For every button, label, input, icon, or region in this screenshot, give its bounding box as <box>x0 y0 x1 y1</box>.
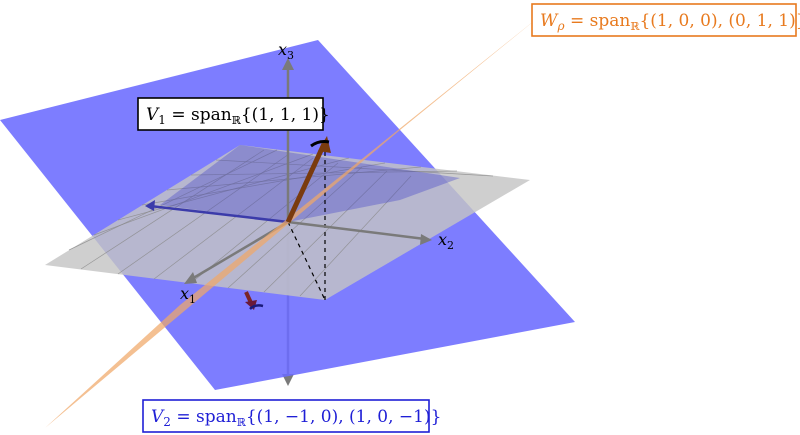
short-vector-tip-mark <box>249 304 264 310</box>
x1-axis-label: x1 <box>180 284 196 306</box>
x2-axis-label: x2 <box>438 230 454 252</box>
vector-1-1-1-tip-mark <box>310 140 330 148</box>
v2-plane-behind-ground <box>160 145 460 222</box>
vector-1-1-1-arrowhead <box>318 136 331 153</box>
ground-grid <box>68 149 494 297</box>
v1-name: V <box>146 105 160 125</box>
v1-label: V1 = spanℝ{(1, 1, 1)} <box>137 97 330 131</box>
v2-label: V2 = spanℝ{(1, −1, 0), (1, 0, −1)} <box>142 399 441 433</box>
svg-text:Wρ = spanℝ{(1, 0, 0), (0, 1, 1: Wρ = spanℝ{(1, 0, 0), (0, 1, 1)} <box>540 11 800 33</box>
w-rho-name: W <box>540 11 559 31</box>
x1-axis-arrowhead <box>184 272 197 284</box>
svg-text:V2 = spanℝ{(1, −1, 0), (1, 0,: V2 = spanℝ{(1, −1, 0), (1, 0, −1)} <box>151 407 441 429</box>
x1-axis-negative <box>149 204 289 224</box>
x1-axis-negative-arrowhead <box>145 200 155 211</box>
x2-axis <box>287 220 426 241</box>
x3-axis-label: x3 <box>278 40 294 62</box>
x3-axis-upper-arrowhead <box>282 58 294 70</box>
vector-1-1-1 <box>285 142 327 224</box>
x3-axis-lower-arrowhead <box>282 374 294 386</box>
v2-name: V <box>151 407 165 427</box>
w-rho-label: Wρ = spanℝ{(1, 0, 0), (0, 1, 1)} <box>531 3 800 37</box>
svg-text:V1 = spanℝ{(1, 1, 1)}: V1 = spanℝ{(1, 1, 1)} <box>146 105 330 127</box>
x2-axis-arrowhead <box>420 234 432 245</box>
projection-dash-base <box>287 221 326 301</box>
